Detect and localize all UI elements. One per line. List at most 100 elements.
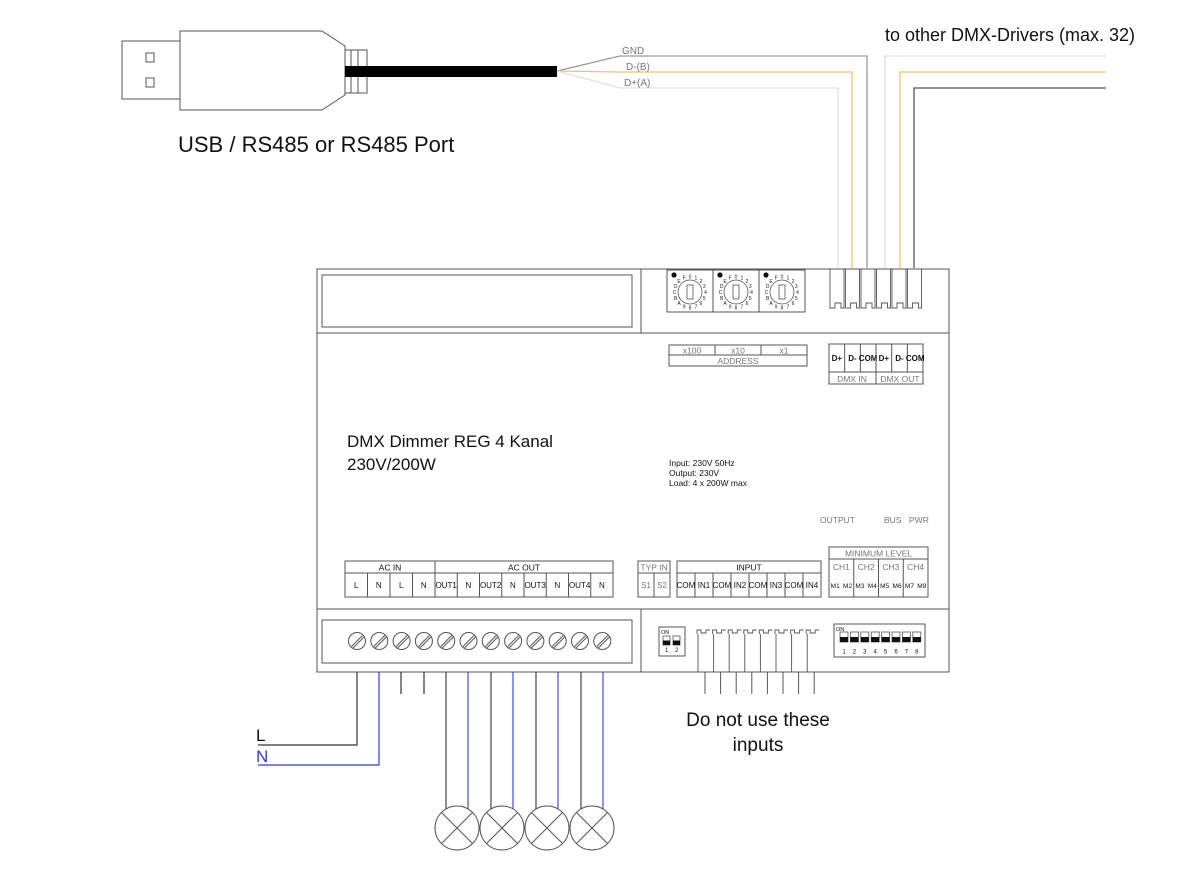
dip-large-toggle-knob [902,637,911,642]
input-table-terminal: IN1 [698,581,711,590]
dial-digit: 3 [795,284,798,290]
dip-large-toggle-knob [871,637,880,642]
dmx-connector-teeth [829,269,922,309]
dial-digit: 1 [695,276,698,282]
input-table-terminal: COM [677,581,696,590]
dial-digit: 1 [787,276,790,282]
screw-slot [440,635,453,647]
line-wire [258,672,358,746]
usb-caption: USB / RS485 or RS485 Port [178,132,454,157]
screw-slot [484,635,497,647]
dial-digit: B [720,296,724,302]
dip-small-num-1: 1 [665,648,669,654]
screw-terminals [348,632,612,650]
input-connector-tooth [696,629,710,634]
dip-large-toggle-knob [860,637,869,642]
screw-slot [419,636,432,649]
dial-digit: 7 [741,304,744,310]
ac-out-table-terminal: N [510,581,516,590]
screw-slot [373,635,386,647]
dial-slot [778,284,786,300]
address-x10: x10 [731,346,745,356]
input-table-terminal: IN4 [806,581,819,590]
dmx-connector-tooth [845,269,860,309]
minimum-level-channel: CH4 [907,562,924,572]
dmx-connector-tooth [891,269,907,309]
screw-slot [507,635,519,647]
dial-digit: 9 [775,304,778,310]
dial-digit: 3 [749,284,752,290]
note-line-1: Do not use these [686,710,830,731]
dial-digit: 9 [729,304,732,310]
spec-input: Input: 230V 50Hz [669,458,735,468]
screw-slot [551,635,564,647]
dmx-connector-tooth [907,269,922,309]
dial-digit: A [769,301,773,307]
dip-small-num-2: 2 [675,648,679,654]
dip-large-toggle-knob [850,637,859,642]
dial-digit: A [723,301,727,307]
screw-slot [531,636,543,649]
minimum-level-terminal: M1 [831,583,840,590]
dial-digit: F [683,276,686,282]
usb-contact-slot [145,77,155,88]
screw-slot [575,636,588,649]
dial-digit: E [723,279,727,285]
out-gnd-wire [913,87,1106,268]
other-drivers-label: to other DMX-Drivers (max. 32) [885,25,1135,45]
led-bus-label: BUS [884,515,902,525]
ac-in-table-terminal: L [354,581,359,590]
screw-slot [596,635,609,647]
address-table: x100 x10 x1 ADDRESS [668,344,808,367]
dip-switch-type[interactable]: ON 1 2 [658,626,686,657]
typ-in-table-title: TYP IN [640,563,667,573]
lamp-cross [486,812,518,844]
dial-digit: D [766,284,770,290]
screw-slot [597,636,610,649]
db-wire [556,70,853,268]
usb-plug-body [179,30,346,111]
dial-digit: 2 [746,279,749,285]
screw-slot [352,636,365,649]
dip-large-number: 1 [842,650,846,656]
mains-wiring [258,672,425,766]
dial-digit: 1 [741,276,744,282]
ac-in-table-terminal: L [399,581,404,590]
minimum-level-terminal: M8 [917,583,926,590]
address-x1: x1 [780,346,789,356]
dip-large-number: 2 [853,650,857,656]
dial-digit: 6 [700,301,703,307]
input-table-terminal: COM [713,581,732,590]
input-connector-tooth [790,629,804,634]
typ-in-table-terminal: S1 [641,581,651,590]
dial-digit: C [719,290,723,296]
screw-slot [574,635,586,647]
screw-slot [441,636,454,649]
dip-large-number: 5 [884,650,888,656]
minimum-level-terminal: M4 [868,583,877,590]
dial-digit: 6 [746,301,749,307]
dial-digit: 3 [703,284,706,290]
mains-l-label: L [256,726,265,745]
dial-digit: D [674,284,678,290]
spec-output: Output: 230V [669,468,719,478]
dmx-connector-tooth [876,269,891,309]
minimum-level-terminal: M3 [855,583,864,590]
dmx-connector-tooth [860,269,876,309]
dial-digit: E [769,279,773,285]
input-connector-tooth [758,629,773,634]
gnd-wire [556,55,868,268]
dmx-terminal-label: COM [859,354,878,363]
address-title: ADDRESS [717,356,758,366]
screw-slot [553,636,566,649]
dial-digit: 8 [689,306,692,312]
